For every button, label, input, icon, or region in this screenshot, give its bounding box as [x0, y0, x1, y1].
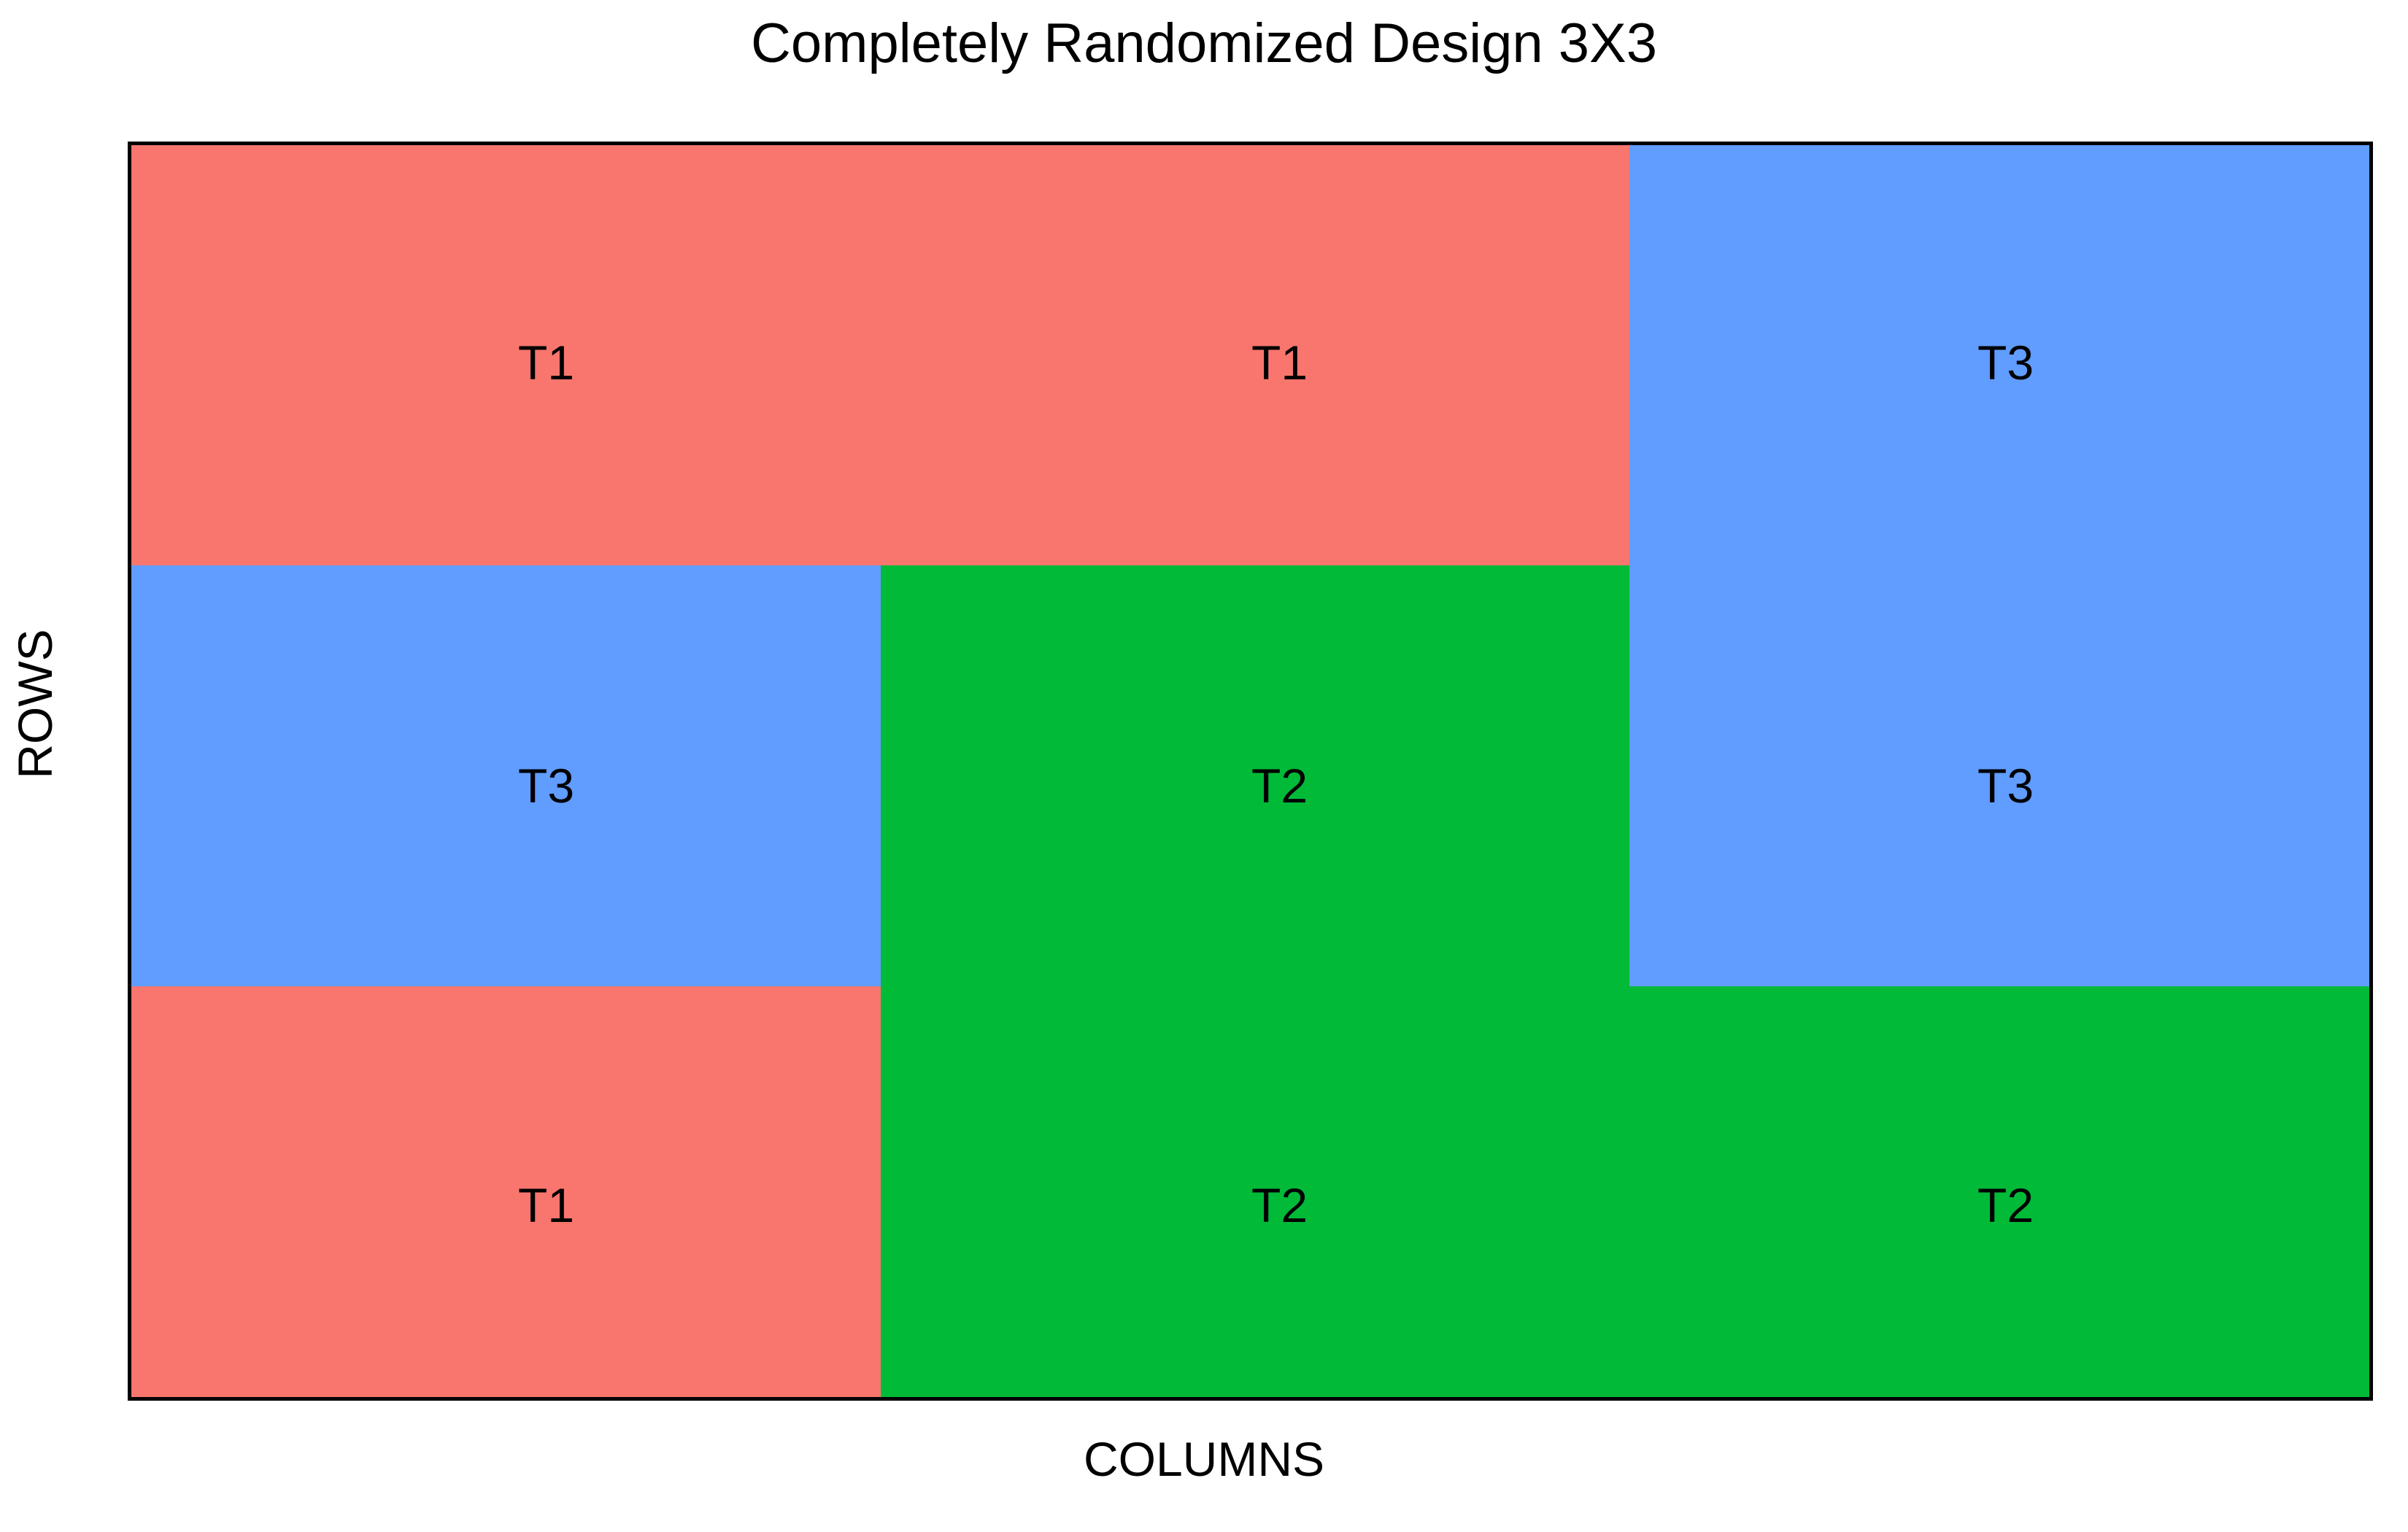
page-title: Completely Randomized Design 3X3 [751, 12, 1657, 74]
x-axis-title: COLUMNS [1083, 1432, 1325, 1486]
treatment-block-t2 [881, 565, 1629, 1397]
treatment-block-t3 [1629, 145, 2369, 986]
treatment-block-t3 [131, 565, 881, 986]
y-axis-title: ROWS [8, 629, 62, 779]
treatment-block-t1 [131, 986, 881, 1397]
treatment-block-t1 [131, 145, 1629, 565]
treatment-block-t2 [1629, 986, 2369, 1397]
